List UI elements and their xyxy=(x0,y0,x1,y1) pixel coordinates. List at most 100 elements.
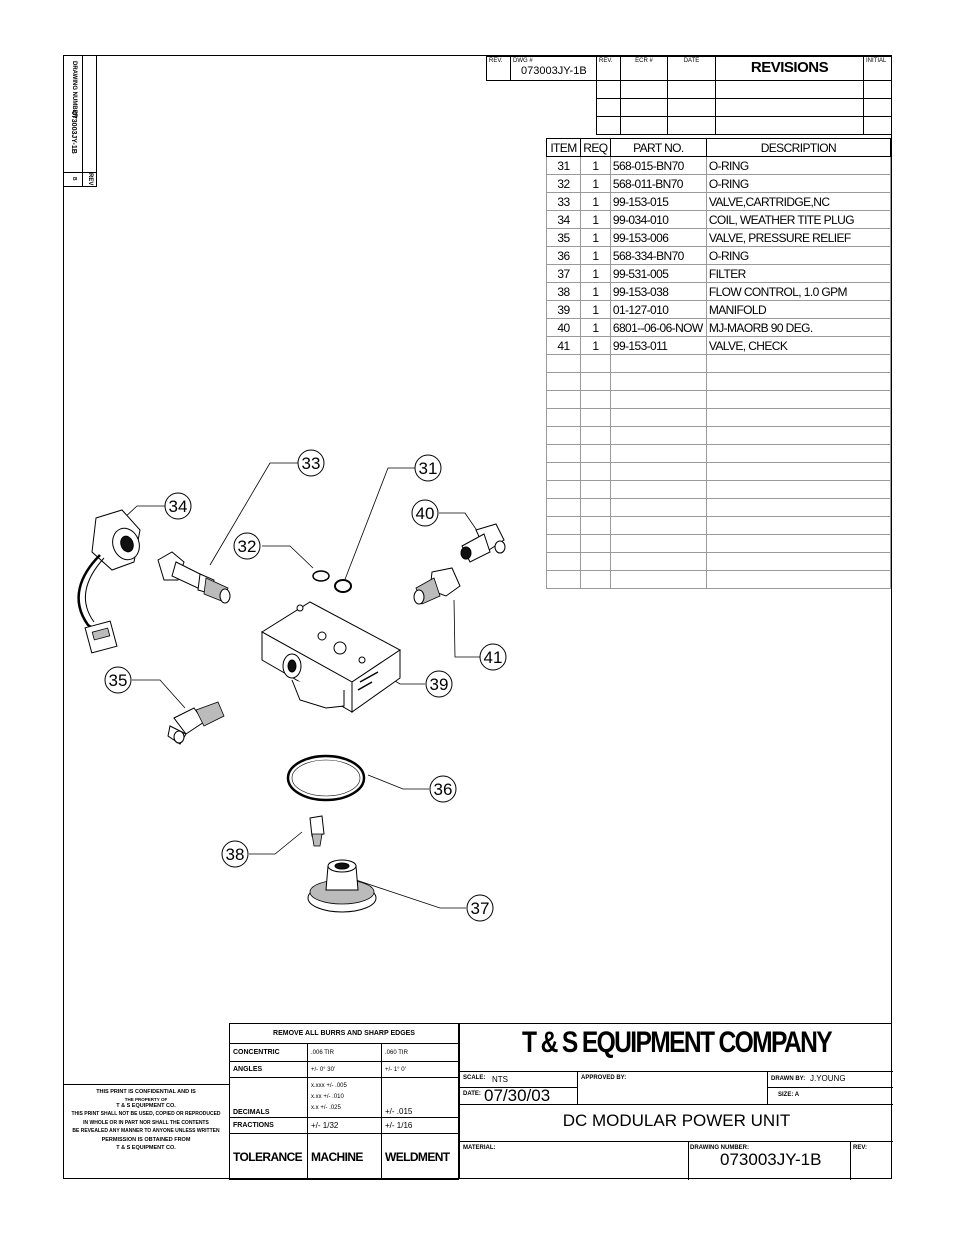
date-value: 07/30/03 xyxy=(484,1086,551,1105)
bom-empty-row xyxy=(546,480,892,499)
balloon-37: 37 xyxy=(466,894,494,922)
confidential-line-3: T & S EQUIPMENT CO. xyxy=(116,1102,176,1109)
bom-empty-cell xyxy=(609,552,707,571)
bom-item: 33 xyxy=(546,192,581,211)
bom-empty-cell xyxy=(705,444,892,463)
balloon-41-label: 41 xyxy=(484,648,503,667)
balloon-31: 31 xyxy=(414,454,442,482)
concentric-weldment: .060 TIR xyxy=(381,1043,459,1062)
bom-description: MJ-MAORB 90 DEG. xyxy=(705,318,892,337)
leader-36 xyxy=(367,774,429,790)
bom-empty-cell xyxy=(579,408,611,427)
bom-empty-cell xyxy=(579,498,611,517)
stamp-drawing-number: 073003JY-1B xyxy=(70,111,77,154)
bom-empty-cell xyxy=(579,444,611,463)
bom-empty-cell xyxy=(705,534,892,553)
company-name: T & S EQUIPMENT COMPANY xyxy=(522,1026,833,1059)
bom-empty-cell xyxy=(609,390,707,409)
confidential-line-8: T & S EQUIPMENT CO. xyxy=(116,1145,176,1151)
angles-label: ANGLES xyxy=(229,1061,308,1078)
bom-item: 34 xyxy=(546,210,581,229)
date-label: DATE xyxy=(667,56,716,81)
dwg-label: DWG # xyxy=(513,58,533,64)
bom-empty-cell xyxy=(579,426,611,445)
bom-empty-cell xyxy=(546,408,581,427)
balloon-38-label: 38 xyxy=(226,845,245,864)
bom-item: 39 xyxy=(546,300,581,319)
bom-empty-cell xyxy=(579,390,611,409)
drawing-number-label: DRAWING NUMBER: xyxy=(690,1145,749,1151)
bom-empty-cell xyxy=(579,534,611,553)
confidential-line-7: PERMISSION IS OBTAINED FROM xyxy=(101,1136,191,1143)
drawing-sheet-border xyxy=(63,55,892,1179)
bom-header-description: DESCRIPTION xyxy=(705,138,892,157)
balloon-37-label: 37 xyxy=(471,899,490,918)
balloon-32-label: 32 xyxy=(238,537,257,556)
check-valve-part-41 xyxy=(413,567,461,605)
drawn-by-label: DRAWN BY: xyxy=(771,1076,806,1082)
bom-empty-cell xyxy=(609,516,707,535)
leader-41 xyxy=(453,599,480,658)
bom-empty-cell xyxy=(609,462,707,481)
bom-req: 1 xyxy=(579,246,611,265)
bom-empty-cell xyxy=(705,516,892,535)
bom-req: 1 xyxy=(579,264,611,283)
bom-req: 1 xyxy=(579,300,611,319)
exploded-assembly-drawing: 33 31 34 40 32 41 35 39 36 38 37 xyxy=(77,449,507,922)
bom-item: 37 xyxy=(546,264,581,283)
bom-req: 1 xyxy=(579,156,611,175)
coil-part-34 xyxy=(77,509,141,654)
bom-empty-cell xyxy=(609,570,707,589)
fractions-weldment: +/- 1/16 xyxy=(381,1117,459,1134)
bom-empty-row xyxy=(546,498,892,517)
fractions-label: FRACTIONS xyxy=(229,1117,308,1134)
angles-machine: +/- 0° 30' xyxy=(307,1061,382,1078)
decimals-label: DECIMALS xyxy=(229,1077,308,1118)
machine-label: MACHINE xyxy=(307,1133,382,1180)
leader-33 xyxy=(209,462,298,566)
confidential-line-5: IN WHOLE OR IN PART NOR SHALL THE CONTEN… xyxy=(83,1119,209,1126)
bom-empty-cell xyxy=(579,372,611,391)
bom-part-no: 99-034-010 xyxy=(609,210,707,229)
title-block: T & S EQUIPMENT COMPANY SCALE: NTS APPRO… xyxy=(459,1023,893,1180)
rev-label: REV: xyxy=(853,1145,868,1151)
bom-part-no: 6801--06-06-NOW xyxy=(609,318,707,337)
balloon-31-label: 31 xyxy=(419,459,438,478)
ecr-label: ECR # xyxy=(620,56,668,81)
bom-empty-row xyxy=(546,390,892,409)
bom-header-req: REQ xyxy=(579,138,611,157)
bom-empty-row xyxy=(546,444,892,463)
bom-part-no: 99-531-005 xyxy=(609,264,707,283)
flow-control-part-38 xyxy=(309,815,325,847)
elbow-fitting-part-40 xyxy=(460,523,506,563)
bom-empty-cell xyxy=(609,480,707,499)
balloon-36: 36 xyxy=(429,775,457,803)
decimals-xx: x.x +/- .025 xyxy=(311,1105,341,1111)
balloon-39: 39 xyxy=(425,670,453,698)
decimals-weldment: +/- .015 xyxy=(381,1077,459,1118)
bom-empty-cell xyxy=(546,390,581,409)
balloon-40: 40 xyxy=(411,499,439,527)
bom-part-no: 99-153-038 xyxy=(609,282,707,301)
bom-item: 36 xyxy=(546,246,581,265)
scale-label: SCALE: xyxy=(463,1075,486,1081)
stamp-rev-value: B xyxy=(71,177,77,181)
bom-empty-row xyxy=(546,570,892,589)
bom-part-no: 01-127-010 xyxy=(609,300,707,319)
bom-empty-row xyxy=(546,534,892,553)
bom-empty-cell xyxy=(705,426,892,445)
balloon-41: 41 xyxy=(479,643,507,671)
stamp-rev-label: REV xyxy=(87,173,93,186)
balloon-34-label: 34 xyxy=(169,497,188,516)
bom-req: 1 xyxy=(579,282,611,301)
balloon-39-label: 39 xyxy=(430,675,449,694)
bom-item: 40 xyxy=(546,318,581,337)
balloon-35: 35 xyxy=(104,666,132,694)
bom-description: VALVE, PRESSURE RELIEF xyxy=(705,228,892,247)
